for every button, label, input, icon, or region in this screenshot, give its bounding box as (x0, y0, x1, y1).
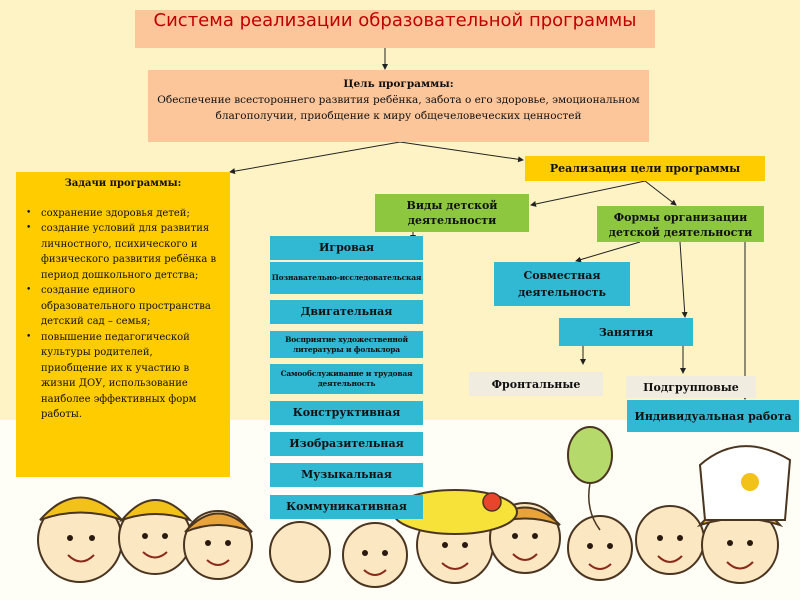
tasks-heading: Задачи программы: (64, 178, 182, 189)
classes-box: Занятия (559, 318, 693, 346)
activity-motor: Двигательная (270, 300, 423, 324)
tasks-box: Задачи программы: сохранение здоровья де… (16, 172, 230, 477)
activity-types-heading: Виды детской деятельности (375, 194, 529, 232)
activity-literature: Восприятие художественной литературы и ф… (270, 331, 423, 358)
task-item: сохранение здоровья детей; (24, 206, 222, 222)
page-title: Система реализации образовательной прогр… (135, 10, 655, 48)
task-item: создание условий для развития личностног… (24, 221, 222, 283)
goal-heading: Цель программы: (343, 78, 454, 90)
task-item: создание единого образовательного простр… (24, 283, 222, 330)
activity-selfcare: Самообслуживание и трудовая деятельность (270, 364, 423, 394)
activity-musical: Музыкальная (270, 463, 423, 487)
forms-heading: Формы организации детской деятельности (597, 206, 764, 242)
realization-box: Реализация цели программы (525, 156, 765, 181)
activity-constructive: Конструктивная (270, 401, 423, 425)
task-item: повышение педагогической культуры родите… (24, 330, 222, 423)
individual-work-box: Индивидуальная работа (627, 400, 799, 432)
joint-activity-box: Совместная деятельность (494, 262, 630, 306)
tasks-list: сохранение здоровья детей; создание усло… (24, 206, 222, 423)
activity-visual: Изобразительная (270, 432, 423, 456)
frontal-box: Фронтальные (469, 372, 603, 396)
activity-cognitive: Познавательно-исследовательская (270, 262, 423, 294)
goal-box: Цель программы: Обеспечение всестороннег… (148, 70, 649, 142)
activity-communicative: Коммуникативная (270, 495, 423, 519)
subgroup-box: Подгрупповые (626, 376, 756, 398)
goal-text: Обеспечение всестороннего развития ребён… (157, 94, 640, 122)
activity-game: Игровая (270, 236, 423, 260)
